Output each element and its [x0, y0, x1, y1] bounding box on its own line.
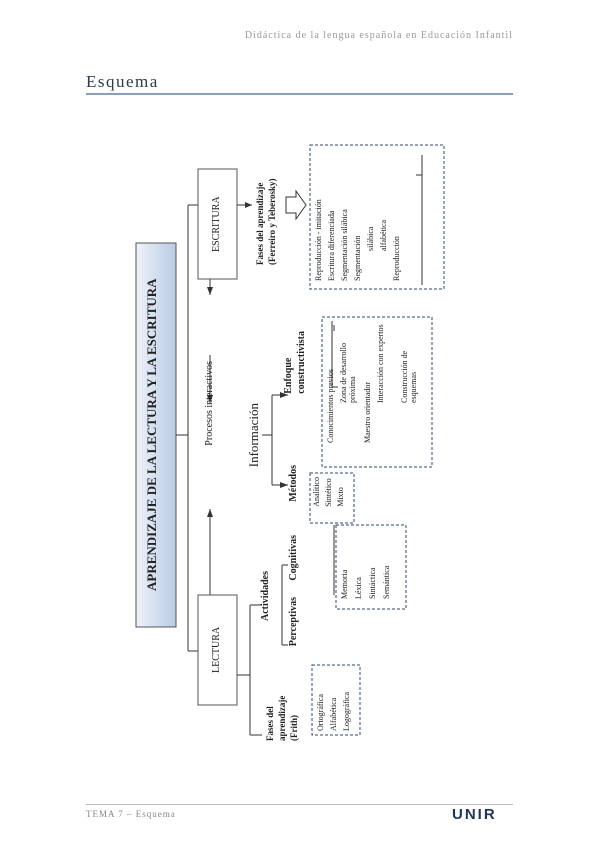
enfoque-label: Enfoque constructivista	[283, 331, 307, 394]
unir-logo: UNIR	[452, 806, 497, 823]
informacion-label: Información	[246, 403, 261, 468]
hollow-arrow-icon	[285, 189, 307, 221]
fases-escritura-label: Fases del aprendizaje (Ferreiro y Tebero…	[255, 178, 277, 266]
metodo-item: Mixto	[336, 487, 345, 507]
enfoque-item: Interacción con expertos	[376, 324, 385, 403]
fase-lectura-item: Ortográfica	[316, 694, 325, 731]
escritura-label: ESCRITURA	[211, 196, 222, 252]
enfoque-box	[321, 316, 433, 468]
metodo-item: Sintético	[324, 478, 333, 507]
footer-rule	[86, 804, 513, 805]
main-box-bg	[135, 242, 177, 628]
cognitivas-box	[335, 524, 407, 610]
enfoque-item: Construcción de esquemas	[400, 350, 418, 403]
metodos-box	[309, 472, 355, 524]
fases-lectura-label: Fases del aprendizaje (Frith)	[265, 695, 299, 741]
fases-escritura-box	[309, 144, 445, 290]
cognitiva-item: Memoria	[340, 569, 349, 599]
metodos-list: Analítico Sintético Mixto	[312, 477, 345, 507]
title-rule	[86, 93, 513, 95]
page-title: Esquema	[86, 72, 159, 91]
metodos-label: Métodos	[288, 465, 299, 502]
header-course: Didáctica de la lengua española en Educa…	[244, 30, 513, 41]
cognitivas-label: Cognitivas	[288, 535, 299, 581]
metodo-item: Analítico	[312, 477, 321, 507]
enfoque-item: Zona de desarrollo próxima	[339, 343, 357, 403]
actividades-label: Actividades	[260, 571, 271, 621]
fase-lectura-item: Alfabética	[329, 697, 338, 731]
fases-escritura-list: Reproducción - imitación Escritura difer…	[314, 151, 401, 281]
enfoque-list: Conocimientos previos Zona de desarrollo…	[326, 323, 420, 443]
perceptivas-label: Perceptivas	[288, 597, 299, 647]
fase-escritura-item: Segmentación silábica	[340, 209, 349, 281]
fases-lectura-box	[311, 664, 361, 736]
escritura-box	[197, 168, 238, 280]
cognitiva-item: Sintáctica	[368, 567, 377, 599]
procesos-label: Procesos interactivos	[204, 361, 215, 446]
footer-text: TEMA 7 – Esquema	[86, 809, 176, 819]
lectura-box	[197, 594, 238, 706]
fase-escritura-item: Segmentación	[353, 235, 362, 281]
fase-escritura-item: alfabética	[379, 219, 388, 251]
fase-escritura-item: Reproducción	[392, 236, 401, 281]
fase-escritura-item: Reproducción - imitación	[314, 199, 323, 281]
cognitiva-item: Léxica	[354, 577, 363, 599]
cognitiva-item: Semántica	[382, 565, 391, 599]
lectura-label: LECTURA	[211, 626, 222, 674]
main-title: APRENDIZAJE DE LA LECTURA Y LA ESCRITURA	[144, 278, 159, 592]
concept-map-lines	[135, 144, 445, 736]
fase-escritura-item: Escritura diferenciada	[327, 210, 336, 281]
cognitivas-list: Memoria Léxica Sintáctica Semántica	[340, 529, 391, 599]
enfoque-item: Conocimientos previos	[326, 369, 335, 443]
enfoque-item: Maestro orientador	[363, 381, 372, 443]
fases-lectura-list: Ortográfica Alfabética Logográfica	[316, 671, 351, 731]
fase-lectura-item: Logográfica	[342, 691, 351, 731]
fase-escritura-item: silábica	[366, 226, 375, 251]
